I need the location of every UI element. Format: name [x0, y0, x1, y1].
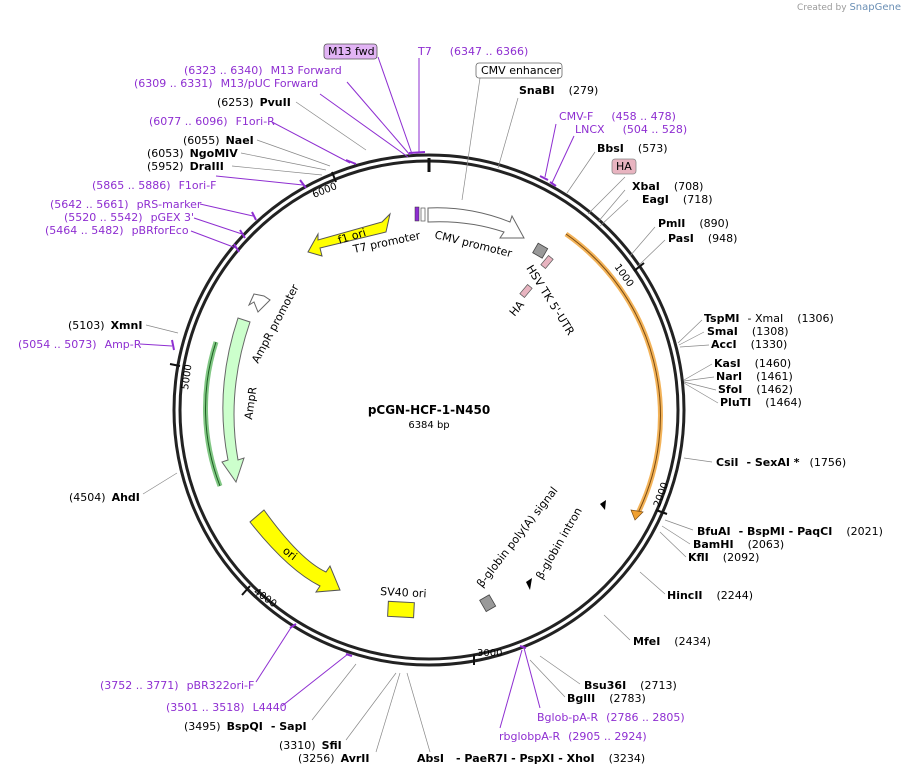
ha-box-label: HA: [616, 160, 632, 173]
enzyme-labels: SnaBI(279) BbsI(573) XbaI(708) EagI(718)…: [68, 84, 883, 765]
tick-label-3000: 3000: [477, 648, 502, 659]
primer-pbr322ori-f[interactable]: (3752 .. 3771)pBR322ori-F: [100, 679, 254, 692]
enzyme-smai[interactable]: SmaI(1308): [707, 325, 788, 338]
enzyme-bamhi[interactable]: BamHI(2063): [693, 538, 784, 551]
tick-4000: 4000: [241, 585, 278, 610]
enzyme-pluti[interactable]: PluTI(1464): [720, 396, 802, 409]
ha-box[interactable]: [611, 158, 637, 175]
ha-tag-box: [540, 254, 554, 270]
enzyme-pvuii[interactable]: (6253)PvuII: [217, 96, 291, 109]
primer-m13puc-forward[interactable]: (6309 .. 6331)M13/pUC Forward: [134, 77, 318, 90]
cmv-enhancer-box[interactable]: [475, 62, 563, 79]
primer-cmv-f[interactable]: CMV-F(458 .. 478): [559, 110, 676, 123]
enzyme-ahdi[interactable]: (4504)AhdI: [69, 491, 140, 504]
primer-rbglobpa-r[interactable]: rbglobpA-R(2905 .. 2924): [499, 730, 647, 743]
primer-t7[interactable]: T7(6347 .. 6366): [417, 45, 528, 58]
ha-tag-box2: [519, 283, 533, 299]
hsv-tk-label: HSV TK 5'-UTR: [523, 263, 577, 338]
enzyme-draiii[interactable]: (5952)DraIII: [147, 160, 224, 173]
enzyme-bfuai[interactable]: BfuAI- BspMI - PaqCI(2021): [697, 525, 883, 538]
t7-promoter-mark2: [420, 207, 426, 222]
snapgene-logo: SnapGene: [849, 2, 901, 13]
ampr-orf-core: [204, 341, 221, 487]
enzyme-snabi[interactable]: SnaBI(279): [519, 84, 598, 97]
enzyme-pmli[interactable]: PmlI(890): [658, 217, 729, 230]
primer-lncx[interactable]: LNCX(504 .. 528): [575, 123, 687, 136]
primer-marks: [171, 151, 557, 657]
primer-amp-r[interactable]: (5054 .. 5073)Amp-R: [18, 338, 142, 351]
enzyme-kfli[interactable]: KflI(2092): [688, 551, 759, 564]
enzyme-nari[interactable]: NarI(1461): [716, 370, 793, 383]
leader-lines: [142, 77, 719, 753]
enzyme-kasi[interactable]: KasI(1460): [714, 357, 791, 370]
enzyme-sfoi[interactable]: SfoI(1462): [718, 383, 793, 396]
bglobin-intron-mark: [526, 578, 532, 590]
enzyme-bsu36i[interactable]: Bsu36I(2713): [584, 679, 677, 692]
hsv-tk-box: [532, 242, 549, 259]
enzyme-naei[interactable]: (6055)NaeI: [183, 134, 254, 147]
enzyme-csii[interactable]: CsiI- SexAI *(1756): [716, 456, 846, 469]
ha-feature-label: HA: [507, 298, 527, 319]
primer-l4440[interactable]: (3501 .. 3518)L4440: [166, 701, 287, 714]
cmv-promoter-arrow[interactable]: [427, 207, 525, 239]
primer-lines: [139, 56, 575, 729]
enzyme-bglii[interactable]: BglII(2783): [567, 692, 646, 705]
backbone-outer: [172, 153, 686, 667]
bglobin-polya-box: [479, 594, 497, 613]
sv40-ori-label: SV40 ori: [380, 585, 427, 600]
enzyme-bbsi[interactable]: BbsI(573): [597, 142, 668, 155]
enzyme-absi[interactable]: AbsI- PaeR7I - PspXI - XhoI(3234): [417, 752, 645, 765]
enzyme-eagi[interactable]: EagI(718): [642, 193, 713, 206]
enzyme-bspqi[interactable]: (3495)BspQI- SapI: [184, 720, 307, 733]
primer-pgex3[interactable]: (5520 .. 5542)pGEX 3': [64, 211, 194, 224]
enzyme-acci[interactable]: AccI(1330): [711, 338, 787, 351]
tick-3000: 3000: [473, 648, 502, 665]
orf-arc-core: [565, 233, 661, 516]
primer-pbrforeco[interactable]: (5464 .. 5482)pBRforEco: [45, 224, 189, 237]
ampr-arrow[interactable]: [221, 317, 251, 484]
primer-f1ori-f[interactable]: (5865 .. 5886)F1ori-F: [92, 179, 217, 192]
enzyme-pasi[interactable]: PasI(948): [668, 232, 737, 245]
primer-f1ori-r[interactable]: (6077 .. 6096)F1ori-R: [149, 115, 275, 128]
sv40-ori-box[interactable]: [387, 600, 415, 619]
cmv-enhancer-label: CMV enhancer: [481, 64, 561, 77]
m13fwd-box-label: M13 fwd: [328, 45, 375, 58]
enzyme-avrii[interactable]: (3256)AvrII: [298, 752, 369, 765]
m13fwd-box[interactable]: [323, 43, 378, 60]
tick-label-5000: 5000: [180, 364, 194, 391]
credit-text: Created by: [797, 3, 847, 13]
enzyme-tspmi[interactable]: TspMI- XmaI(1306): [704, 312, 834, 325]
primer-m13-forward[interactable]: (6323 .. 6340)M13 Forward: [184, 64, 342, 77]
cmv-promoter-label: CMV promoter: [433, 228, 513, 260]
enzyme-ngomiv[interactable]: (6053)NgoMIV: [147, 147, 238, 160]
bglobin-intron-mark2: [600, 500, 606, 510]
ampr-promoter-arrow[interactable]: [247, 293, 271, 313]
plasmid-name: pCGN-HCF-1-N450: [368, 403, 490, 417]
ampr-label: AmpR: [242, 386, 259, 421]
enzyme-hincii[interactable]: HincII(2244): [667, 589, 753, 602]
primer-prs-marker[interactable]: (5642 .. 5661)pRS-marker: [50, 198, 202, 211]
tick-5000: 5000: [169, 363, 195, 391]
enzyme-xmni[interactable]: (5103)XmnI: [68, 319, 142, 332]
t7-promoter-mark: [414, 206, 420, 222]
orf-arrowhead: [630, 509, 644, 521]
plasmid-length: 6384 bp: [408, 420, 449, 431]
tick-label-6000: 6000: [311, 181, 339, 201]
f1-ori-arrow[interactable]: [307, 212, 391, 257]
enzyme-sfii[interactable]: (3310)SfiI: [279, 739, 342, 752]
enzyme-xbai[interactable]: XbaI(708): [632, 180, 703, 193]
enzyme-mfei[interactable]: MfeI(2434): [633, 635, 711, 648]
ori-arrow[interactable]: [249, 509, 341, 593]
credit: Created by SnapGene: [797, 2, 901, 13]
primer-bglob-pa-r[interactable]: Bglob-pA-R(2786 .. 2805): [537, 711, 685, 724]
primer-labels: T7(6347 .. 6366) (6323 .. 6340)M13 Forwa…: [18, 45, 687, 743]
